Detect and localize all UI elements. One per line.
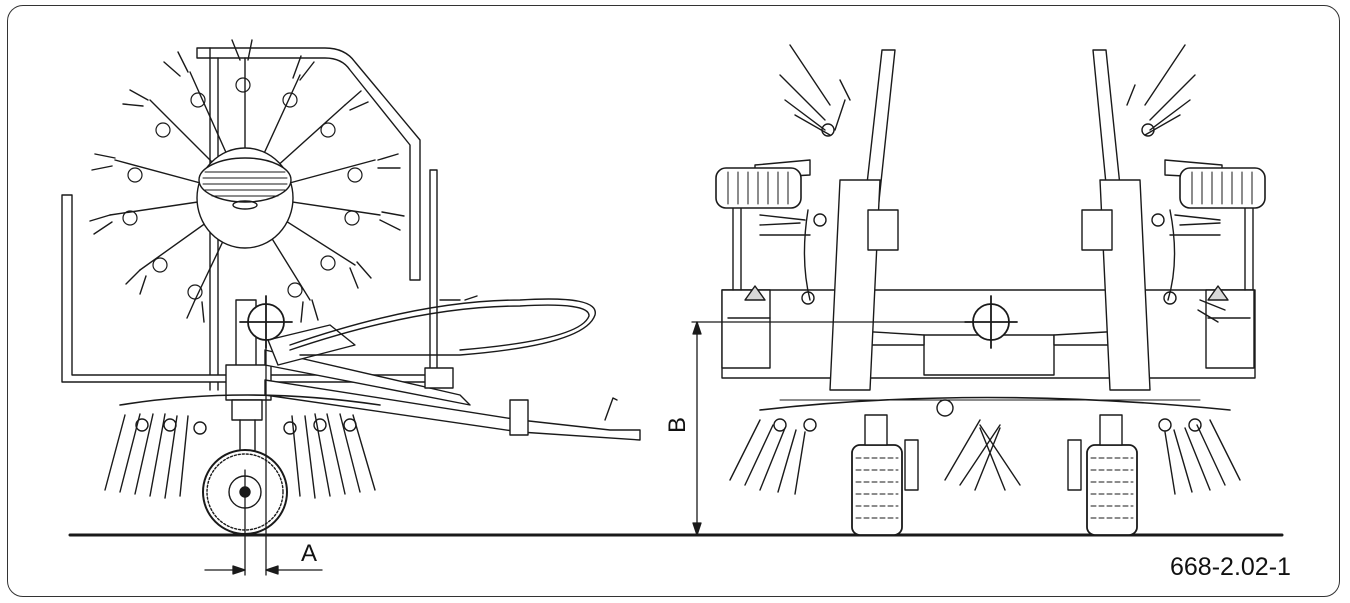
center-of-gravity-marker-rear <box>964 295 1018 349</box>
dimension-a-label: A <box>301 540 318 567</box>
rear-view <box>691 44 1266 536</box>
center-of-gravity-marker-side <box>239 295 293 349</box>
diagram-frame <box>7 5 1340 597</box>
dimension-b <box>691 321 971 536</box>
dimension-b-label: B <box>664 417 691 434</box>
figure-id-label: 668-2.02-1 <box>1170 553 1291 581</box>
rear-wheel-left <box>851 414 903 536</box>
lower-tines <box>104 394 381 499</box>
rear-wheel-right <box>1086 414 1138 536</box>
dimension-a <box>204 344 323 576</box>
side-view <box>61 39 641 576</box>
